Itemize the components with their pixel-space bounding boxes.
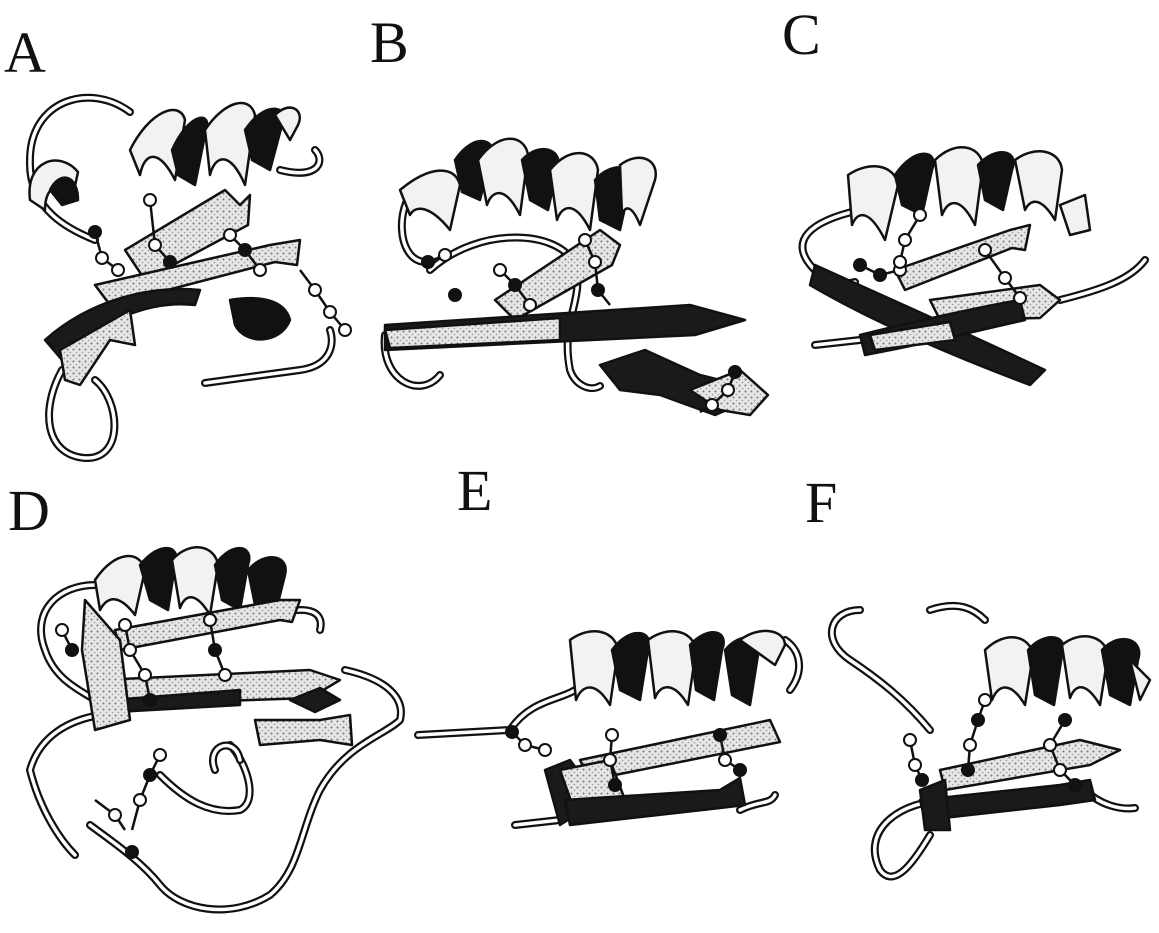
panel-label-b: B bbox=[370, 10, 409, 75]
structure-b bbox=[385, 139, 768, 415]
structure-e bbox=[418, 631, 799, 825]
structure-f bbox=[832, 606, 1150, 877]
structure-a bbox=[30, 98, 351, 458]
panel-label-c: C bbox=[782, 2, 821, 67]
panel-label-a: A bbox=[4, 20, 46, 85]
panel-label-f: F bbox=[805, 470, 837, 535]
panel-label-e: E bbox=[457, 458, 492, 523]
panel-label-d: D bbox=[8, 478, 50, 543]
structure-c bbox=[802, 147, 1145, 385]
structure-d bbox=[30, 547, 401, 909]
